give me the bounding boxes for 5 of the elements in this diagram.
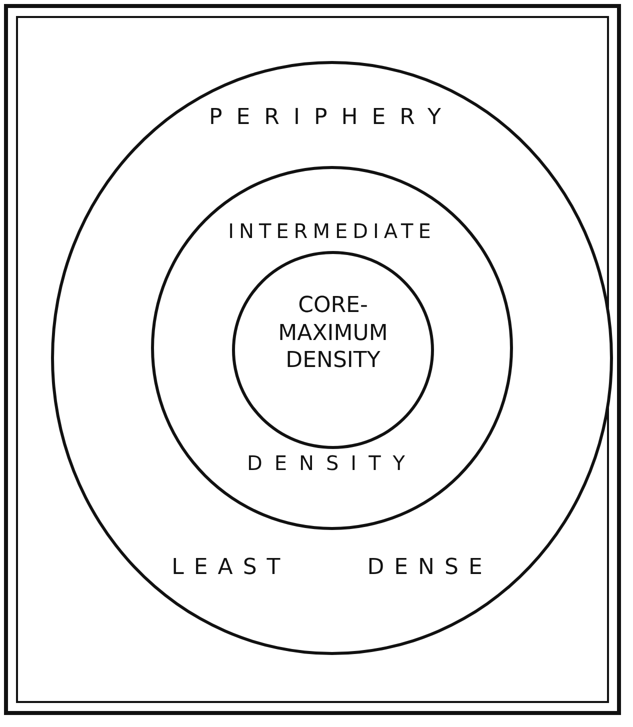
region-label: PERIPHERY — [209, 104, 455, 132]
region-label: LEAST DENSE — [172, 554, 492, 582]
region-label: DENSITY — [246, 451, 418, 476]
region-label: CORE- MAXIMUM DENSITY — [277, 292, 389, 374]
region-label: INTERMEDIATE — [228, 219, 436, 244]
